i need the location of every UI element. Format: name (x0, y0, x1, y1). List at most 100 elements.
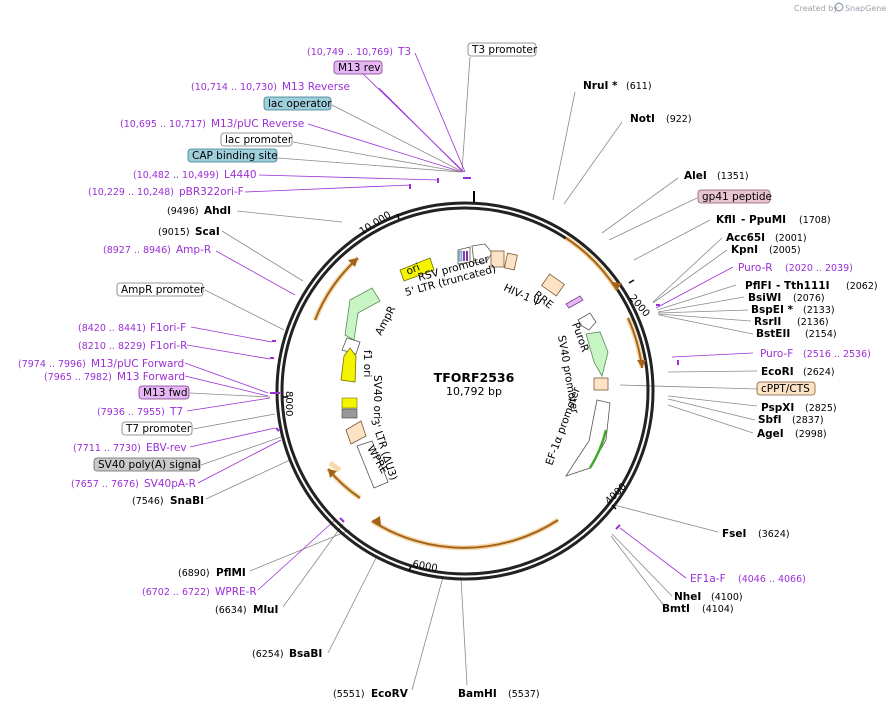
svg-text:(4104): (4104) (702, 604, 734, 615)
primer-m13-reverse-pos: (10,714 .. 10,730) (191, 82, 277, 93)
primer-f1ori-f-pos: (8420 .. 8441) (78, 323, 146, 334)
primer-m13-forward-pos: (7965 .. 7982) (44, 372, 112, 383)
tick-label-8000: 8000 (283, 391, 294, 416)
primer-marks (270, 177, 679, 530)
primer-puro-r-pos: (2020 .. 2039) (785, 263, 853, 274)
backbone-outer (275, 201, 655, 581)
svg-text:(2624): (2624) (803, 367, 835, 378)
svg-text:(9496): (9496) (167, 206, 199, 217)
brand-created-by: Created by (794, 4, 838, 13)
primer-pbr322ori-pos: (10,229 .. 10,248) (88, 187, 174, 198)
boxed-label-t7-promoter: T7 promoter (121, 421, 193, 436)
svg-text:(5537): (5537) (508, 689, 540, 700)
primer-ebv-rev: EBV-rev (146, 442, 187, 454)
primer-amp-r: Amp-R (176, 244, 211, 256)
svg-text:(2001): (2001) (775, 233, 807, 244)
primer-m13-reverse: M13 Reverse (282, 81, 350, 93)
feature-ori: ori (404, 261, 421, 277)
primer-ef1a-f: EF1a-F (690, 573, 726, 585)
enzyme-kfli: KflI (716, 214, 736, 226)
svg-text:M13 rev: M13 rev (338, 62, 381, 74)
svg-text:gp41 peptide: gp41 peptide (702, 191, 772, 203)
enzyme-ecorv: EcoRV (371, 688, 409, 700)
primer-labels: (10,749 .. 10,769) T3 (10,714 .. 10,730)… (18, 46, 871, 598)
primer-sv40pa-r: SV40pA-R (144, 478, 196, 490)
svg-text:- PpuMI: - PpuMI (741, 214, 786, 226)
enzyme-kpni: KpnI (731, 244, 758, 256)
orf-arrowheads (328, 258, 646, 525)
primer-t7-pos: (7936 .. 7955) (97, 407, 165, 418)
svg-text:(2076): (2076) (793, 293, 825, 304)
enzyme-ecori: EcoRI (761, 366, 794, 378)
primer-l4440: L4440 (224, 169, 257, 181)
enzyme-labels-left: EcoRV (5551) BamHI (5537) BsaBI (6254) M… (132, 205, 540, 700)
boxed-label-t3-promoter: T3 promoter (467, 42, 538, 57)
enzyme-scai: ScaI (195, 226, 220, 238)
boxed-label-cap-binding-site: CAP binding site (187, 148, 278, 163)
primer-t3-pos: (10,749 .. 10,769) (307, 47, 393, 58)
feature-f1-ori: f1 ori (361, 350, 373, 377)
primer-puro-f: Puro-F (760, 348, 793, 360)
svg-text:CAP binding site: CAP binding site (192, 150, 278, 162)
svg-text:lac promoter: lac promoter (225, 134, 293, 146)
svg-text:T7 promoter: T7 promoter (125, 423, 192, 435)
boxed-label-m13-rev: M13 rev (333, 60, 383, 75)
svg-text:(7546): (7546) (132, 496, 164, 507)
enzyme-fsei: FseI (722, 528, 746, 540)
svg-text:(611): (611) (626, 81, 652, 92)
svg-text:- Tth111I: - Tth111I (776, 280, 830, 292)
svg-text:(922): (922) (666, 114, 692, 125)
primer-f1ori-r: F1ori-R (150, 340, 187, 352)
primer-wpre-r: WPRE-R (215, 586, 257, 598)
enzyme-labels-right: NruI * (611) NotI (922) AleI (1351) KflI… (583, 80, 878, 615)
primer-amp-r-pos: (8927 .. 8946) (103, 245, 171, 256)
backbone-inner (280, 206, 650, 576)
svg-text:cPPT/CTS: cPPT/CTS (761, 383, 810, 395)
svg-text:(2005): (2005) (769, 245, 801, 256)
svg-text:(2062): (2062) (846, 281, 878, 292)
primer-puro-r: Puro-R (738, 262, 773, 274)
svg-text:(2837): (2837) (792, 415, 824, 426)
boxed-label-m13-fwd: M13 fwd (138, 385, 190, 400)
primer-t3: T3 (397, 46, 411, 58)
enzyme-snabi: SnaBI (170, 495, 204, 507)
svg-text:(6890): (6890) (178, 568, 210, 579)
enzyme-acc65i: Acc65I (726, 232, 765, 244)
feature-sv40-ori: SV40 ori (371, 375, 383, 419)
primer-m13-forward: M13 Forward (117, 371, 185, 383)
enzyme-rsrii: RsrII (754, 316, 781, 328)
svg-text:(5551): (5551) (333, 689, 365, 700)
boxed-label-ampr-promoter: AmpR promoter (116, 282, 205, 297)
enzyme-nrui: NruI * (583, 80, 618, 92)
svg-text:(2825): (2825) (805, 403, 837, 414)
snapgene-logo-icon (834, 2, 844, 12)
enzyme-mlui: MluI (253, 604, 278, 616)
svg-text:lac operator: lac operator (268, 98, 332, 110)
svg-text:(2136): (2136) (797, 317, 829, 328)
enzyme-pflfi: PflFI (745, 280, 772, 292)
enzyme-bmti: BmtI (662, 603, 690, 615)
plasmid-length: 10,792 bp (446, 385, 502, 398)
boxed-label-sv40-polya: SV40 poly(A) signal (93, 457, 201, 472)
svg-text:(2154): (2154) (805, 329, 837, 340)
enzyme-bamhi: BamHI (458, 688, 497, 700)
svg-text:M13 fwd: M13 fwd (143, 387, 188, 399)
brand-product: SnapGene (845, 4, 886, 13)
svg-text:(9015): (9015) (158, 227, 190, 238)
feature-ampr: AmpR (373, 304, 398, 337)
inner-origin-markers (458, 250, 468, 262)
enzyme-alei: AleI (684, 170, 707, 182)
svg-text:AmpR promoter: AmpR promoter (121, 284, 205, 296)
enzyme-ahdi: AhdI (204, 205, 231, 217)
boxed-label-lac-promoter: lac promoter (220, 132, 293, 147)
enzyme-bsiwi: BsiWI (748, 292, 781, 304)
svg-text:SV40 poly(A) signal: SV40 poly(A) signal (98, 459, 201, 471)
enzyme-pspxi: PspXI (761, 402, 794, 414)
enzyme-sbfi: SbfI (758, 414, 782, 426)
primer-ef1a-f-pos: (4046 .. 4066) (738, 574, 806, 585)
enzyme-bsabi: BsaBI (289, 648, 322, 660)
enzyme-bsteii: BstEII (756, 328, 790, 340)
enzyme-pflmi: PflMI (216, 567, 246, 579)
svg-text:(6254): (6254) (252, 649, 284, 660)
